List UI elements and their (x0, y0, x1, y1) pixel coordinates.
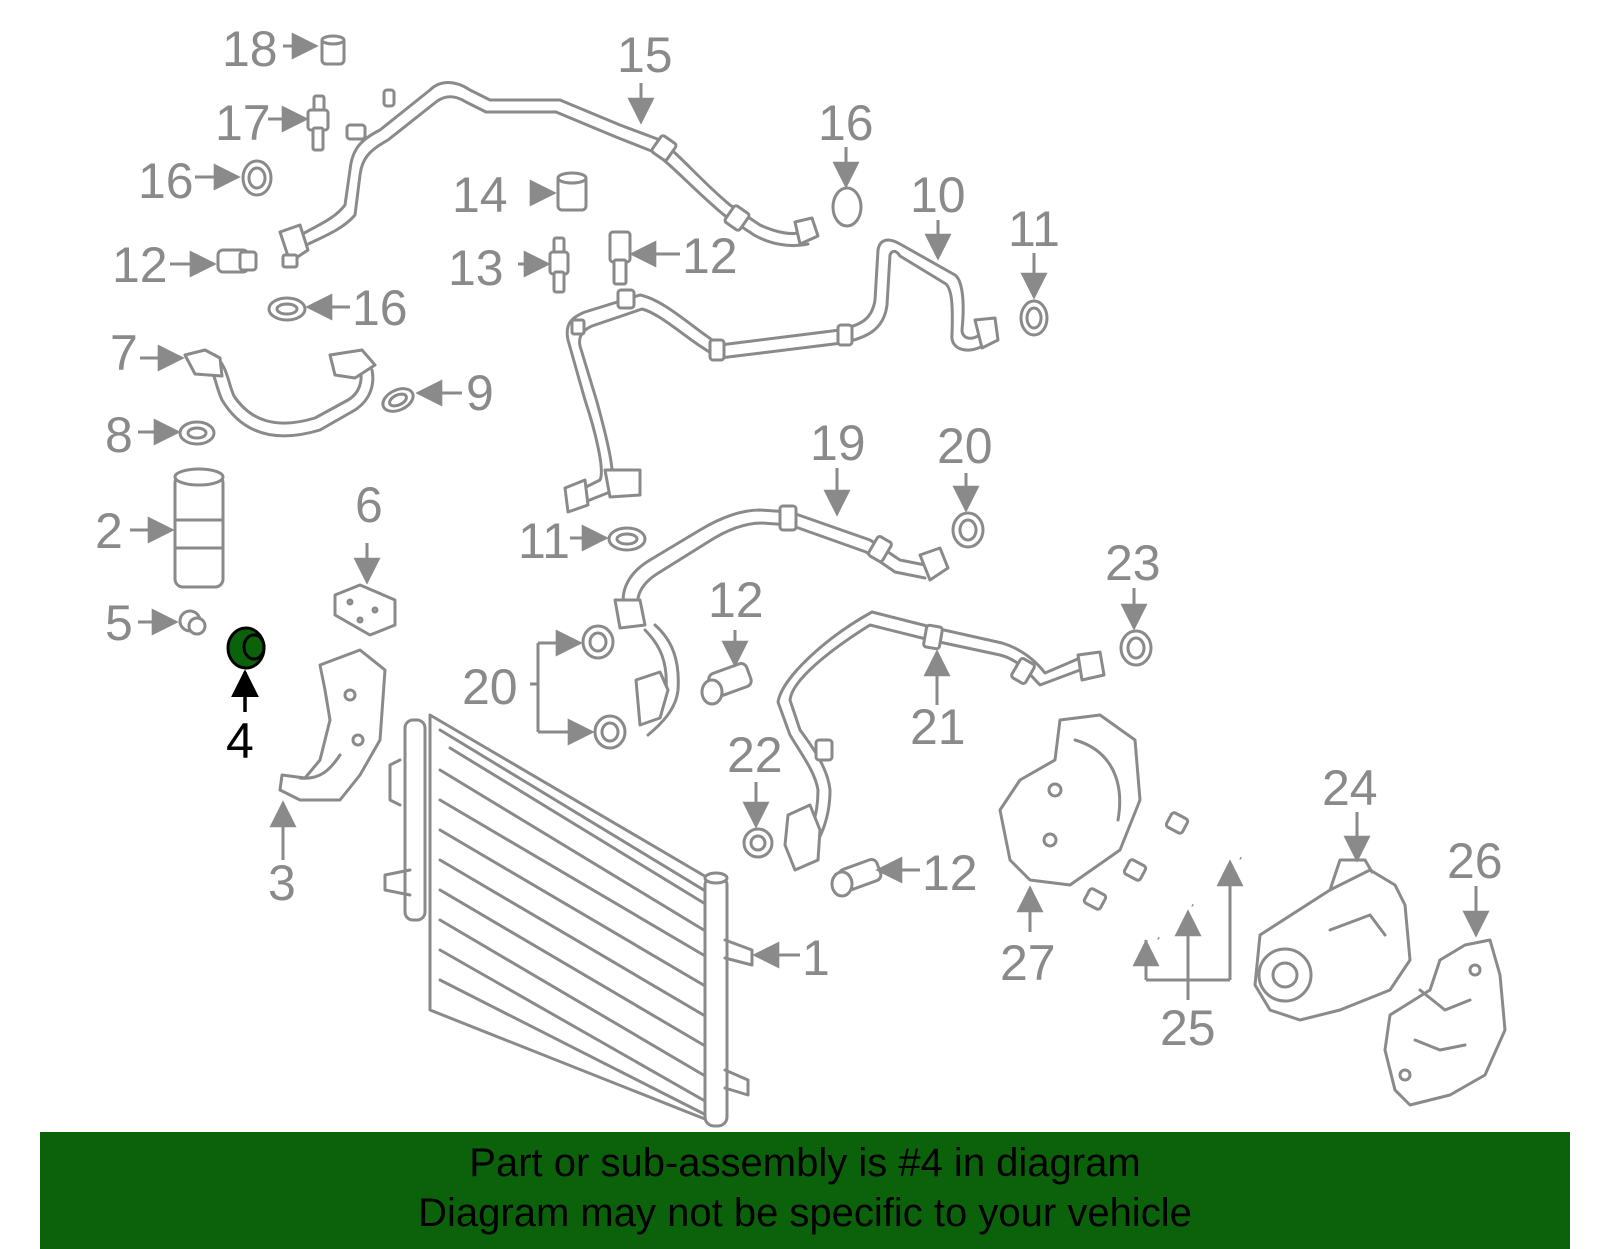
valve-13[interactable] (548, 236, 570, 294)
hose-line-15[interactable] (278, 81, 820, 269)
label-11-top: 11 (1008, 201, 1060, 257)
label-18: 18 (222, 21, 278, 77)
label-20-left: 20 (462, 659, 518, 715)
pressure-sensor-12-left[interactable] (216, 248, 258, 274)
bracket-3[interactable] (278, 648, 387, 802)
label-25: 25 (1160, 1000, 1216, 1056)
label-24: 24 (1322, 760, 1378, 816)
label-27: 27 (1000, 935, 1056, 991)
label-1: 1 (802, 930, 830, 986)
label-7: 7 (110, 325, 138, 381)
pressure-sensor-12-mid[interactable] (700, 662, 753, 706)
bolt-25-b[interactable] (1122, 858, 1194, 907)
o-ring-20-right[interactable] (951, 511, 985, 549)
compressor-24[interactable] (1253, 858, 1412, 1022)
info-banner: Part or sub-assembly is #4 in diagram Di… (40, 1132, 1570, 1249)
bracket-6[interactable] (333, 583, 397, 637)
label-23: 23 (1105, 535, 1161, 591)
label-8: 8 (105, 407, 133, 463)
label-12-left: 12 (112, 237, 168, 293)
label-12-top: 12 (682, 228, 738, 284)
label-12-bottom: 12 (922, 845, 978, 901)
banner-line-disclaimer: Diagram may not be specific to your vehi… (418, 1191, 1192, 1235)
label-3: 3 (268, 855, 296, 911)
label-13: 13 (448, 240, 504, 296)
rear-housing-26[interactable] (1383, 938, 1507, 1107)
label-16-mid: 16 (352, 280, 408, 336)
bolt-25-c[interactable] (1082, 887, 1160, 940)
condenser-1[interactable] (383, 713, 754, 1128)
hose-line-7[interactable] (183, 348, 377, 438)
label-16-right: 16 (818, 95, 874, 151)
label-20-right: 20 (937, 418, 993, 474)
label-17: 17 (215, 95, 271, 151)
label-26: 26 (1447, 833, 1503, 889)
label-9: 9 (466, 365, 494, 421)
label-4-highlighted: 4 (226, 713, 254, 769)
plug-5[interactable] (178, 609, 207, 636)
o-ring-9[interactable] (379, 384, 416, 416)
o-ring-23[interactable] (1119, 629, 1153, 667)
o-ring-16-right[interactable] (831, 186, 863, 228)
label-22: 22 (727, 727, 783, 783)
o-ring-20-top[interactable] (581, 624, 615, 660)
cap-14[interactable] (556, 171, 588, 212)
cap-4-highlighted[interactable] (226, 626, 266, 670)
label-11-mid: 11 (518, 513, 570, 569)
label-21: 21 (910, 699, 966, 755)
hose-line-10[interactable] (563, 238, 1000, 514)
label-15: 15 (617, 27, 673, 83)
label-10: 10 (910, 167, 966, 223)
o-ring-16-mid[interactable] (267, 296, 307, 322)
bolt-25-a[interactable] (1164, 811, 1242, 860)
label-14: 14 (452, 167, 508, 223)
label-12-mid: 12 (708, 572, 764, 628)
o-ring-11-top[interactable] (1019, 299, 1049, 337)
leader-arrows (130, 32, 1490, 1000)
part-number-labels: 18 17 16 12 16 7 9 8 2 5 4 6 3 1 15 16 1… (95, 21, 1503, 1056)
o-ring-16-top[interactable] (241, 159, 273, 197)
label-19: 19 (810, 415, 866, 471)
cap-18[interactable] (320, 34, 346, 66)
hose-line-21[interactable] (776, 610, 1106, 872)
banner-line-part-info: Part or sub-assembly is #4 in diagram (469, 1141, 1141, 1185)
o-ring-20-bottom[interactable] (593, 714, 627, 750)
o-ring-8[interactable] (178, 420, 216, 446)
receiver-drier-2[interactable] (173, 467, 225, 589)
o-ring-22[interactable] (742, 827, 774, 859)
label-6: 6 (355, 477, 383, 533)
label-5: 5 (105, 595, 133, 651)
valve-17[interactable] (306, 94, 330, 152)
label-2: 2 (95, 503, 123, 559)
label-16-top: 16 (138, 153, 194, 209)
pressure-sensor-12-top[interactable] (608, 230, 632, 286)
compressor-bracket-27[interactable] (998, 713, 1142, 887)
o-ring-11-mid[interactable] (607, 526, 647, 552)
pressure-sensor-12-bottom[interactable] (830, 858, 883, 898)
hose-line-19[interactable] (613, 504, 950, 737)
